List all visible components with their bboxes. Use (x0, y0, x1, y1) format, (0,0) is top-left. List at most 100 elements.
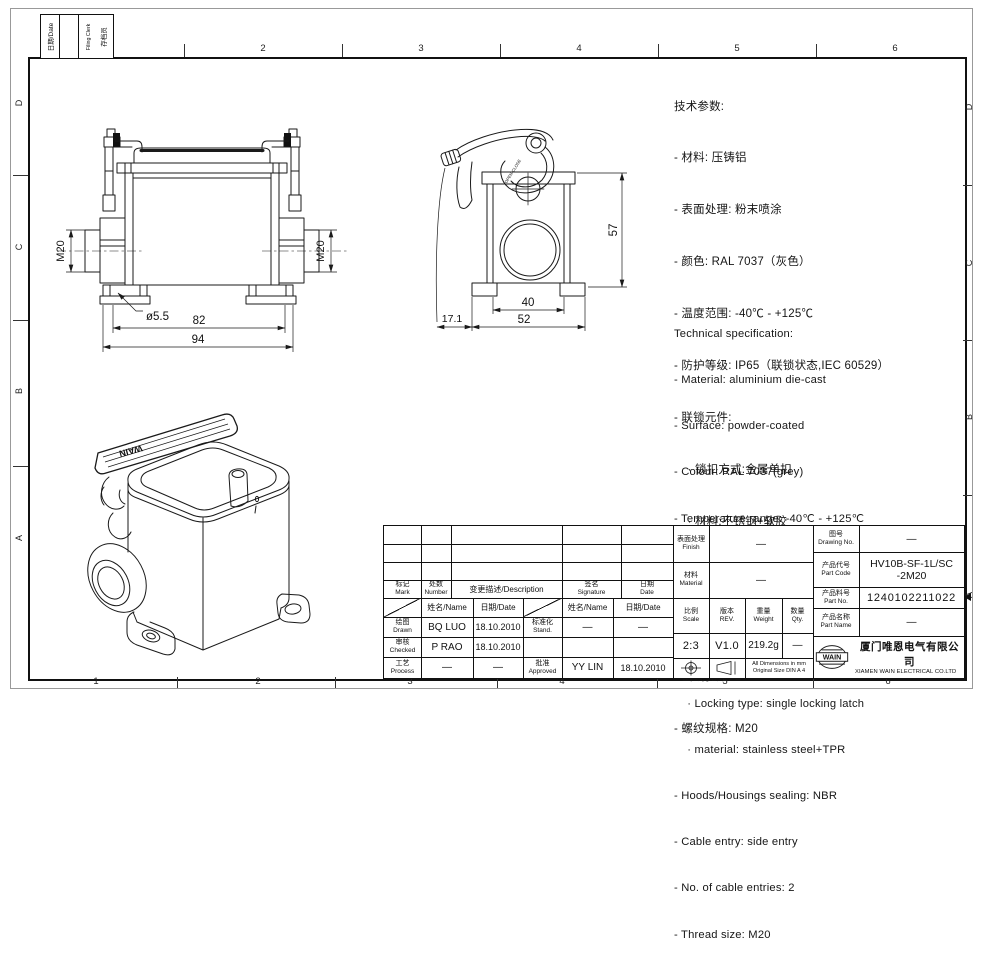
dim-label-94: 94 (192, 334, 205, 346)
label: 日期/Date (625, 603, 661, 612)
value: 18.10.2010 (475, 642, 521, 652)
spec-line: - Surface: powder-coated (674, 420, 805, 433)
side-latch-lever (440, 128, 555, 209)
value: HV10B-SF-1L/SC (870, 557, 953, 570)
label: 重量 (756, 607, 771, 615)
value: 18.10.2010 (620, 662, 666, 673)
part-name-value: — (859, 608, 964, 636)
label: 产品代号 (822, 561, 850, 569)
grid-tick (658, 44, 659, 57)
grid-ref: 4 (559, 676, 565, 687)
label: 版本 (720, 607, 734, 615)
grid-ref: 3 (407, 676, 413, 687)
label-scale: 比例 Scale (673, 598, 709, 633)
material-value: — (709, 562, 813, 598)
label-part-code: 产品代号 Part Code (813, 552, 859, 587)
company-block: WAIN 厦门唯恩电气有限公司 XIAMEN WAIN ELECTRICAL C… (813, 636, 964, 678)
header-description: 变更描述/Description (451, 580, 562, 598)
label: Qty. (791, 615, 804, 623)
rev-value: V1.0 (709, 633, 745, 658)
process-date: — (473, 657, 523, 678)
spec-line: - No. of cable entries: 2 (674, 882, 795, 895)
label: 工艺 (395, 659, 410, 667)
checked-name: P RAO (421, 637, 473, 657)
standardized-name: — (562, 617, 613, 637)
spec-title-en: Technical specification: (674, 327, 794, 340)
value: — (756, 574, 766, 586)
spec-line: · 材料:不锈钢+软胶 (674, 515, 788, 528)
corner-date-label: 日期/Date (48, 22, 55, 51)
corner-cell-empty (59, 14, 79, 59)
grid-tick (13, 466, 28, 467)
dimensions-note: All Dimensions in mm Original Size DIN A… (745, 658, 813, 678)
label: Part Code (821, 569, 851, 577)
grid-tick (497, 677, 498, 688)
label: 比例 (684, 607, 698, 615)
value: — (638, 621, 648, 633)
grid-ref: 1 (93, 676, 99, 687)
label: 标准化 (532, 619, 553, 627)
grid-ref: 6 (885, 676, 891, 687)
value: — (582, 621, 593, 633)
diagonal-cell (523, 598, 562, 617)
front-housing-outline (84, 128, 320, 305)
header-date-1: 日期/Date (473, 598, 523, 617)
grid-ref: 5 (722, 676, 728, 687)
header-name-1: 姓名/Name (421, 598, 473, 617)
grid-tick (500, 44, 501, 57)
value: — (493, 662, 503, 673)
label: 标记 (395, 581, 410, 589)
spec-line: - 表面处理: 粉末喷涂 (674, 204, 782, 217)
label-finish: 表面处理 Finish (673, 526, 709, 562)
note-line: All Dimensions in mm (752, 661, 806, 668)
label-drawing-no: 图号 Drawing No. (813, 526, 859, 552)
grid-tick (184, 44, 185, 57)
grid-ref: A (14, 535, 24, 542)
drawing-sheet: { "frame": { "top_numbers": ["1","2","3"… (10, 8, 974, 941)
label: Mark (395, 589, 410, 597)
isometric-view: WAIN (87, 413, 311, 656)
label-qty: 数量 Qty. (782, 598, 813, 633)
center-mark (964, 593, 971, 601)
standardized-date: — (613, 617, 673, 637)
company-name-en: XIAMEN WAIN ELECTRICAL CO.LTD (855, 669, 957, 675)
dim-label-m20-right: M20 (315, 240, 327, 261)
outer-border (10, 8, 973, 689)
grid-ref: 2 (260, 43, 266, 54)
value: 18.10.2010 (475, 622, 521, 632)
value: — (442, 662, 452, 673)
checked-date: 18.10.2010 (473, 637, 523, 657)
label: Finish (682, 544, 700, 552)
role-approved: 批准 Approved (523, 657, 562, 678)
drawn-date: 18.10.2010 (473, 617, 523, 637)
label: Material (679, 580, 703, 588)
spec-line: - 温度范围: -40℃ - +125℃ (674, 308, 814, 321)
label-material: 材料 Material (673, 562, 709, 598)
grid-tick (816, 44, 817, 57)
label: Part Name (820, 622, 852, 630)
finish-value: — (709, 526, 813, 562)
label: Scale (682, 615, 700, 623)
label: Drawing No. (818, 539, 854, 547)
value: 2:3 (682, 639, 700, 652)
value: YY LIN (571, 662, 604, 673)
header-number: 处数 Number (421, 580, 451, 598)
dim-label-m20-left: M20 (55, 240, 67, 261)
qty-value: — (782, 633, 813, 658)
side-view: OPEN-CLOSE 57 40 52 17.1 (435, 128, 627, 331)
header-date-2: 日期/Date (613, 598, 673, 617)
corner-clerk-en: Filing Clerk (86, 23, 93, 50)
header-signature: 签名 Signature (562, 580, 621, 598)
spec-line: - 联锁元件: (674, 411, 732, 424)
label: 处数 (429, 581, 443, 589)
grid-tick (963, 185, 972, 186)
label-part-name: 产品名称 Part Name (813, 608, 859, 636)
label: Drawn (393, 627, 412, 635)
drawn-name: BQ LUO (421, 617, 473, 637)
diagonal-cell (384, 598, 421, 617)
label-rev: 版本 REV. (709, 598, 745, 633)
corner-cell-date: 日期/Date (40, 14, 60, 59)
corner-boxes: 日期/Date Filing Clerk 存档员 (40, 14, 114, 59)
label: 产品名称 (822, 614, 850, 622)
value: 219.2g (748, 640, 779, 651)
